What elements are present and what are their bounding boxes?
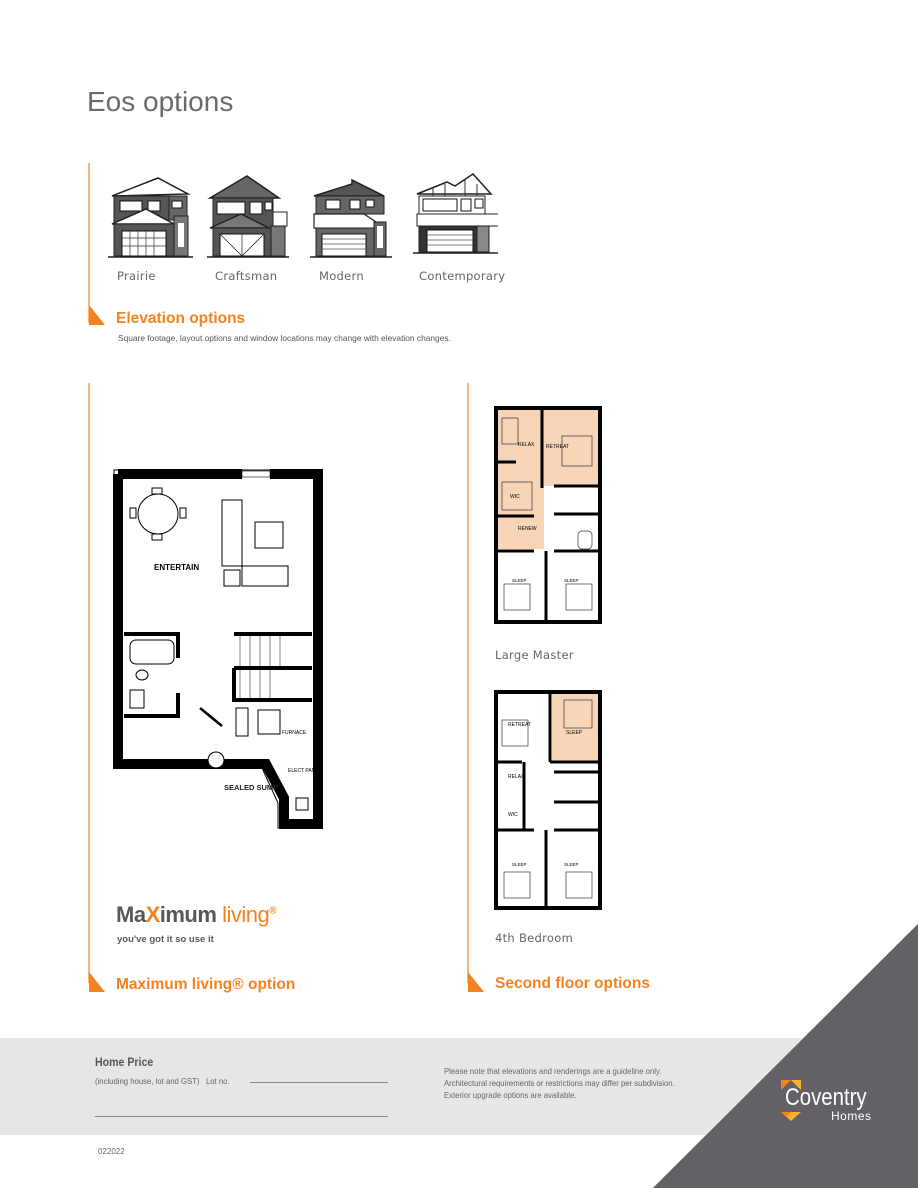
room-label: RETREAT [508,722,531,728]
maximum-living-logo: MaXimum living® [116,902,277,927]
home-price-line[interactable] [95,1116,388,1117]
section-divider [88,383,90,983]
room-label: SLEEP [564,578,579,583]
maximum-living-tagline: you've got it so use it [117,934,214,945]
house-elevation-modern-icon [310,178,392,258]
disclaimer-line: Architectural requirements or restrictio… [444,1078,675,1088]
elevation-label-modern: Modern [319,269,364,283]
house-elevation-craftsman-icon [207,175,289,258]
room-label: RENEW [518,526,537,532]
logo-brand-sub: Homes [831,1109,872,1123]
room-label-furnace: FURNACE [282,730,307,736]
plan-label-4th-bedroom: 4th Bedroom [495,931,574,945]
elevation-options-note: Square footage, layout options and windo… [118,333,451,343]
coventry-homes-logo: Coventry Homes [781,1080,896,1125]
elevation-label-contemporary: Contemporary [419,269,506,283]
section-corner-marker [89,972,105,992]
disclaimer-line: Exterior upgrade options are available. [444,1090,577,1100]
home-price-sub: (including house, lot and GST) Lot no. [95,1076,230,1086]
logo-mark-icon [781,1080,801,1121]
second-floor-heading: Second floor options [495,975,650,992]
plan-label-large-master: Large Master [495,648,574,662]
section-divider [88,163,90,323]
disclaimer: Please note that elevations and renderin… [444,1065,675,1101]
disclaimer-line: Please note that elevations and renderin… [444,1066,662,1076]
room-label: WIC [508,812,518,818]
section-divider [467,383,469,983]
room-label: RETREAT [546,444,569,450]
room-label: WIC [510,494,520,500]
room-label-entertain: ENTERTAIN [154,563,199,572]
room-label: SLEEP [564,862,579,867]
house-elevation-contemporary-icon [413,173,498,254]
lot-number-line[interactable] [250,1082,388,1083]
logo-brand-name: Coventry [785,1084,867,1111]
second-floor-plan-large-master: RELAX RETREAT WIC RENEW SLEEP SLEEP [494,406,602,624]
elevation-options-heading: Elevation options [116,310,246,327]
elevation-label-craftsman: Craftsman [215,269,278,283]
room-label: SLEEP [512,578,527,583]
maximum-living-heading: Maximum living® option [116,976,296,993]
home-price-label: Home Price [95,1057,154,1069]
section-corner-marker [89,305,105,325]
room-label-elec-panel: ELECT PANEL [288,768,322,774]
page-title: Eos options [87,86,234,117]
room-label: RELAX [508,774,525,780]
room-label-sump: SEALED SUMP [224,783,278,792]
document-code: 022022 [98,1147,125,1156]
second-floor-plan-4th-bedroom: RETREAT SLEEP RELAX WIC SLEEP SLEEP [494,690,602,910]
elevation-label-prairie: Prairie [117,269,156,283]
maximum-living-floor-plan: ENTERTAIN FURNACE ELECT PANEL SEALED SUM… [113,469,323,829]
room-label: RELAX [518,442,535,448]
room-label: SLEEP [566,730,583,736]
room-label: SLEEP [512,862,527,867]
section-corner-marker [468,972,484,992]
house-elevation-prairie-icon [108,177,193,258]
